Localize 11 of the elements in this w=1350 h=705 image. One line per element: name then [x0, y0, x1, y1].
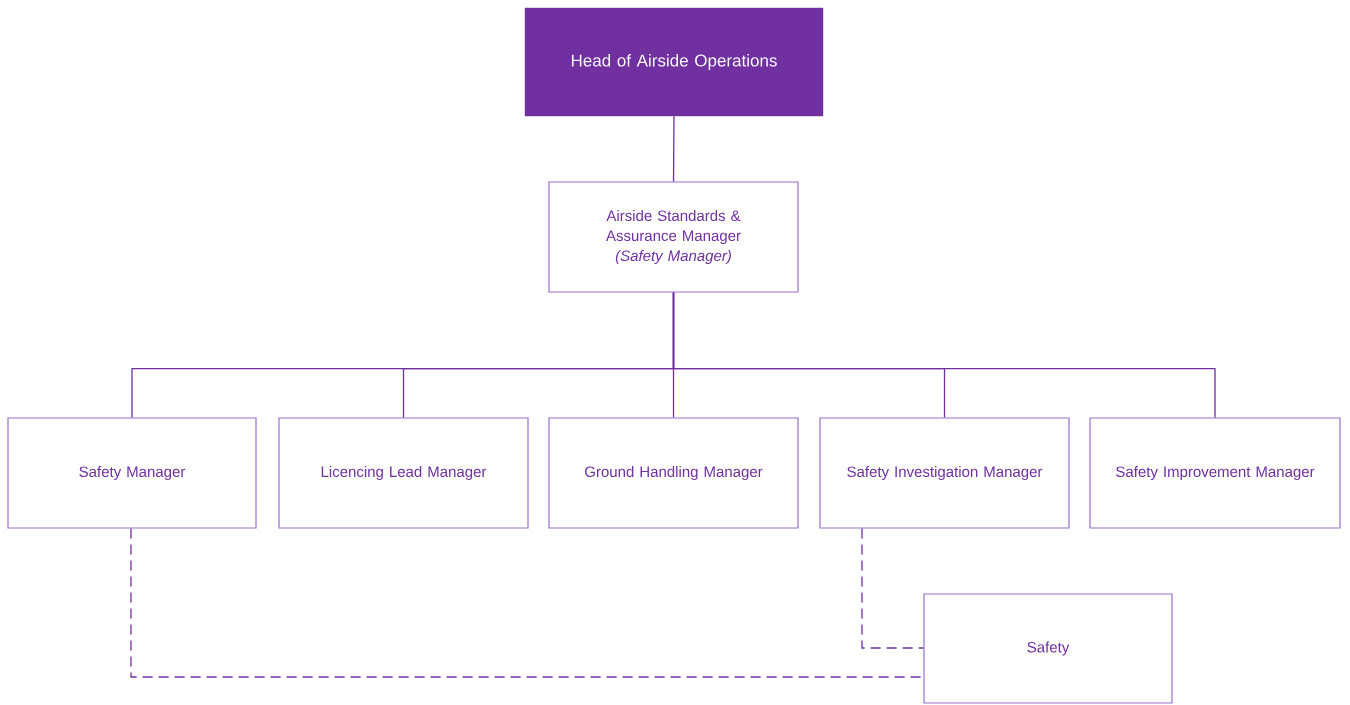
role-box: Ground Handling Manager — [548, 417, 799, 529]
connector — [672, 291, 1216, 419]
connector — [861, 527, 925, 649]
connector — [672, 115, 675, 183]
role-box: Safety Manager — [7, 417, 257, 529]
role-box: Airside Standards & Assurance Manager (Safety Manager) — [548, 181, 799, 293]
role-box: Safety Investigation Manager — [819, 417, 1070, 529]
title-box: Head of Airside Operations — [524, 7, 824, 117]
role-box: Licencing Lead Manager — [278, 417, 529, 529]
role-box: Safety Improvement Manager — [1089, 417, 1341, 529]
role-box: Safety — [923, 593, 1173, 704]
